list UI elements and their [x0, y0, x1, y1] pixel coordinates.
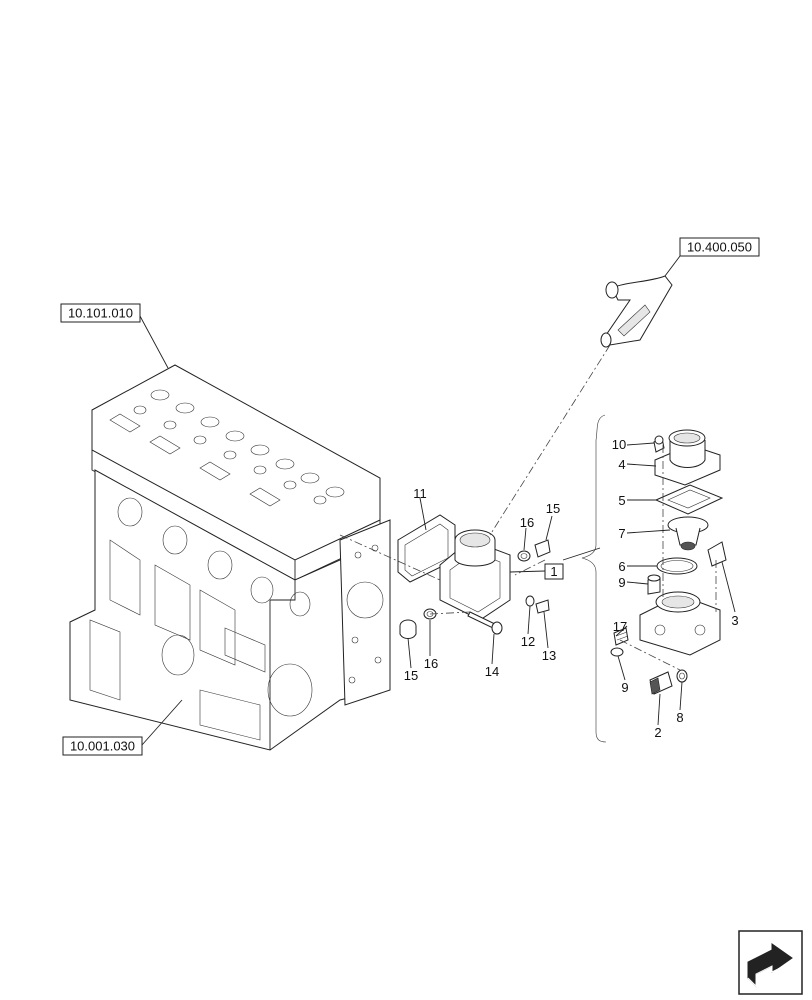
assembly-lines: [339, 344, 717, 671]
callout-9: 9: [618, 575, 625, 590]
callout-14: 14: [485, 664, 499, 679]
water-pipe-drawing: [600, 275, 673, 348]
assembly-callout: 1: [550, 564, 557, 579]
callout-17: 17: [613, 619, 627, 634]
ref-box-water-pipe[interactable]: 10.400.050: [679, 237, 760, 257]
callout-8: 8: [676, 710, 683, 725]
ref-box-cylinder-head[interactable]: 10.101.010: [60, 303, 141, 323]
callout-13: 13: [542, 648, 556, 663]
callout-16: 16: [424, 656, 438, 671]
ref-box-engine-block[interactable]: 10.001.030: [62, 736, 143, 756]
callout-10: 10: [612, 437, 626, 452]
callout-15: 15: [546, 501, 560, 516]
thermostat-housing-drawing: [397, 514, 601, 639]
callout-6: 6: [618, 559, 625, 574]
next-page-arrow-icon[interactable]: [738, 930, 803, 995]
callout-16: 16: [520, 515, 534, 530]
callout-11: 11: [413, 486, 427, 501]
callout-12: 12: [521, 634, 535, 649]
callout-2: 2: [654, 725, 661, 740]
callout-4: 4: [618, 457, 625, 472]
leader-lines: [139, 255, 736, 746]
callout-labels: 11 16 15 15 16 14 12 13 10 4 5 7 6 9 3 1…: [404, 437, 739, 740]
ref-label: 10.400.050: [687, 240, 752, 255]
engine-block-drawing: [69, 364, 391, 751]
callout-5: 5: [618, 493, 625, 508]
exploded-parts-drawing: [581, 414, 727, 743]
callout-15: 15: [404, 668, 418, 683]
ref-label: 10.001.030: [70, 739, 135, 754]
callout-3: 3: [731, 613, 738, 628]
callout-9: 9: [621, 680, 628, 695]
callout-7: 7: [618, 526, 625, 541]
ref-label: 10.101.010: [68, 306, 133, 321]
